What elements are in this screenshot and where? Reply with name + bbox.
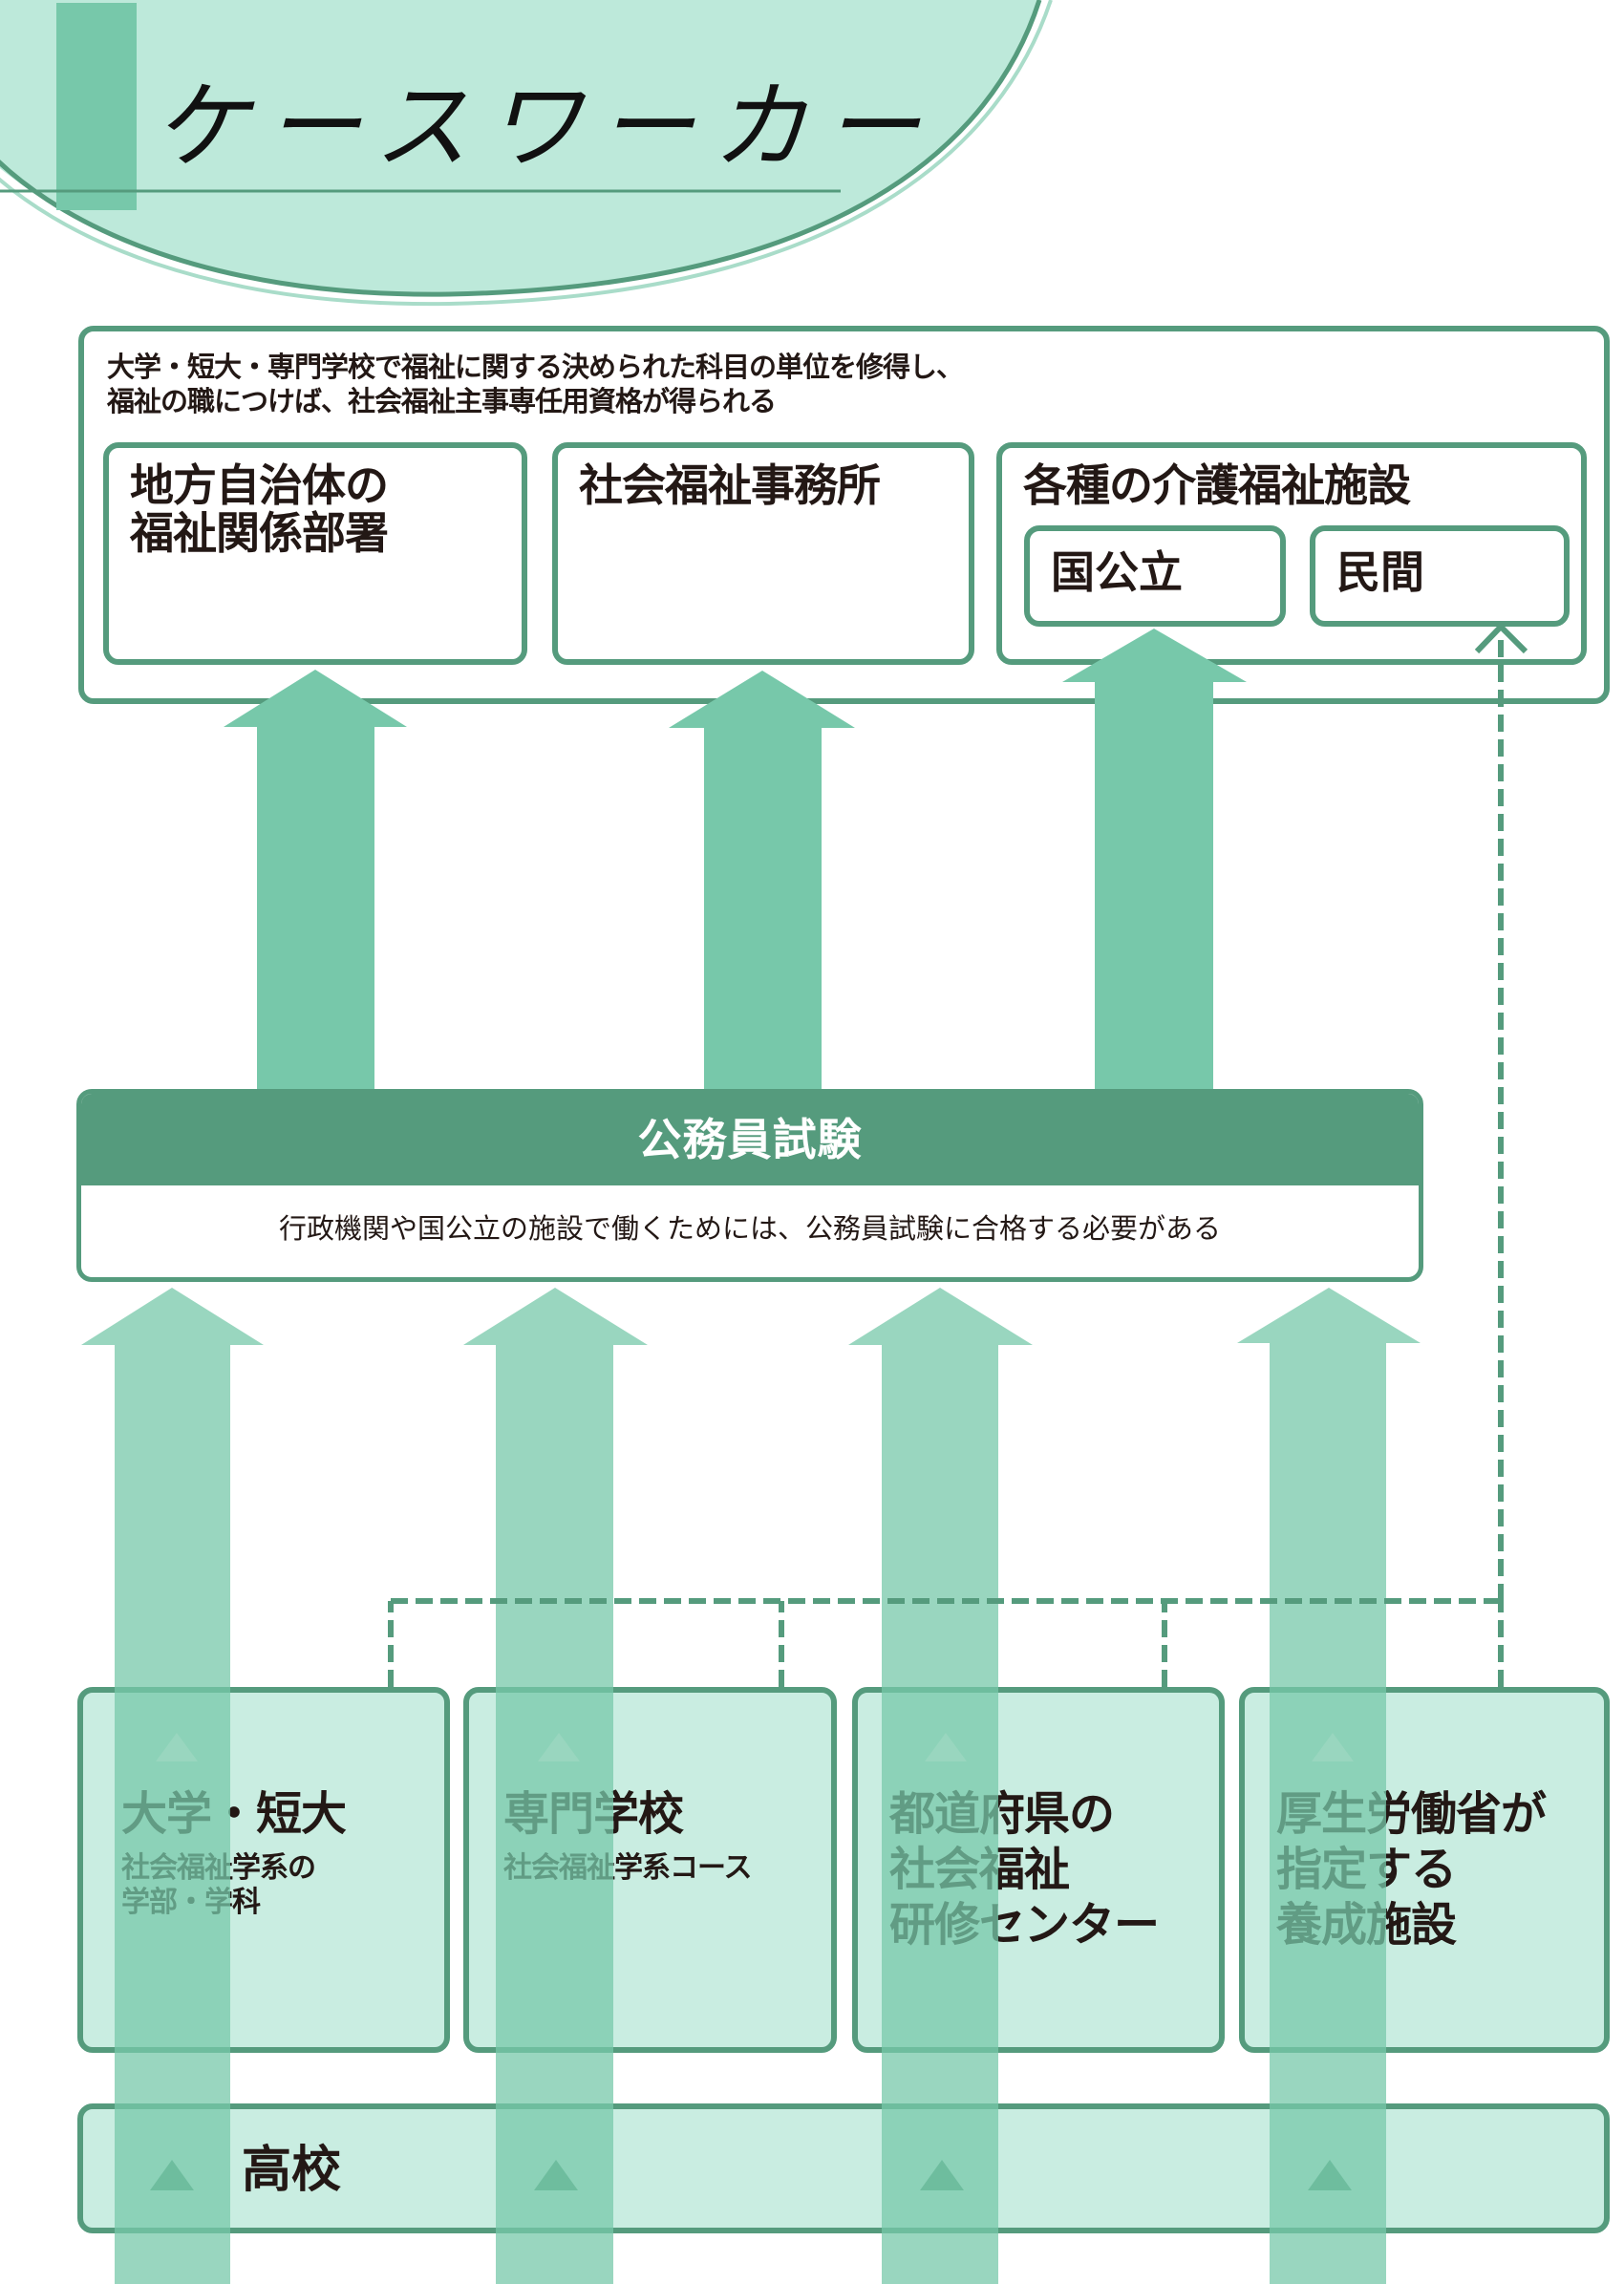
triangle-icon: [534, 2160, 578, 2190]
school-card-university: 大学・短大 社会福祉学系の 学部・学科: [77, 1687, 450, 2053]
qualification-note: 大学・短大・専門学校で福祉に関する決められた科目の単位を修得し、 福祉の職につけ…: [107, 350, 964, 418]
triangle-icon: [925, 1733, 967, 1761]
destination-label-line1: 各種の介護福祉施設: [1023, 459, 1411, 511]
school-sub-line: 学部・学科: [121, 1886, 261, 1919]
school-title-line: 研修センター: [889, 1898, 1160, 1952]
destination-label-line2: 福祉関係部署: [130, 507, 389, 559]
school-card-designated-facility: 厚生労働省が 指定する 養成施設: [1239, 1687, 1610, 2053]
header-ellipse: [0, 0, 1041, 295]
school-sub-line: 社会福祉学系の: [121, 1851, 316, 1885]
school-title-line: 養成施設: [1276, 1898, 1457, 1952]
destination-local-government: 地方自治体の 福祉関係部署: [103, 442, 527, 665]
high-school-label: 高校: [242, 2142, 342, 2199]
qualification-note-line1: 大学・短大・専門学校で福祉に関する決められた科目の単位を修得し、: [107, 351, 964, 383]
destination-welfare-office: 社会福祉事務所: [552, 442, 974, 665]
school-title-line: 指定する: [1276, 1843, 1457, 1896]
exam-description: 行政機関や国公立の施設で働くためには、公務員試験に合格する必要がある: [278, 1212, 1221, 1245]
school-title-line: 厚生労働省が: [1276, 1787, 1547, 1841]
school-title-line: 大学・短大: [121, 1787, 347, 1841]
facility-public: 国公立: [1024, 525, 1286, 627]
triangle-icon: [538, 1733, 580, 1761]
title-decoration: [0, 0, 1053, 307]
triangle-icon: [920, 2160, 964, 2190]
school-card-vocational: 専門学校 社会福祉学系コース: [463, 1687, 837, 2053]
civil-service-exam: 公務員試験 行政機関や国公立の施設で働くためには、公務員試験に合格する必要がある: [76, 1089, 1423, 1282]
header-swoosh-outer: [0, 0, 1053, 307]
facility-public-label: 国公立: [1051, 546, 1183, 598]
school-title-line: 専門学校: [503, 1787, 684, 1841]
qualification-note-line2: 福祉の職につけば、社会福祉主事専任用資格が得られる: [107, 385, 777, 417]
triangle-icon: [156, 1733, 198, 1761]
destination-label-line1: 地方自治体の: [130, 459, 389, 511]
facility-private-label: 民間: [1336, 546, 1424, 598]
title-tab: [56, 3, 137, 210]
exam-title: 公務員試験: [81, 1094, 1419, 1185]
triangle-icon: [1308, 2160, 1352, 2190]
destination-label-line1: 社会福祉事務所: [579, 459, 881, 511]
page-title: ケースワーカー: [153, 71, 937, 182]
facility-private: 民間: [1310, 525, 1570, 627]
high-school-band: 高校: [77, 2103, 1610, 2233]
triangle-icon: [1312, 1733, 1354, 1761]
triangle-icon: [150, 2160, 194, 2190]
school-title-line: 都道府県の: [889, 1787, 1115, 1841]
header-swoosh: [0, 0, 1042, 297]
school-title-line: 社会福祉: [889, 1843, 1070, 1896]
school-sub-line: 社会福祉学系コース: [503, 1851, 752, 1885]
school-card-training-center: 都道府県の 社会福祉 研修センター: [852, 1687, 1225, 2053]
